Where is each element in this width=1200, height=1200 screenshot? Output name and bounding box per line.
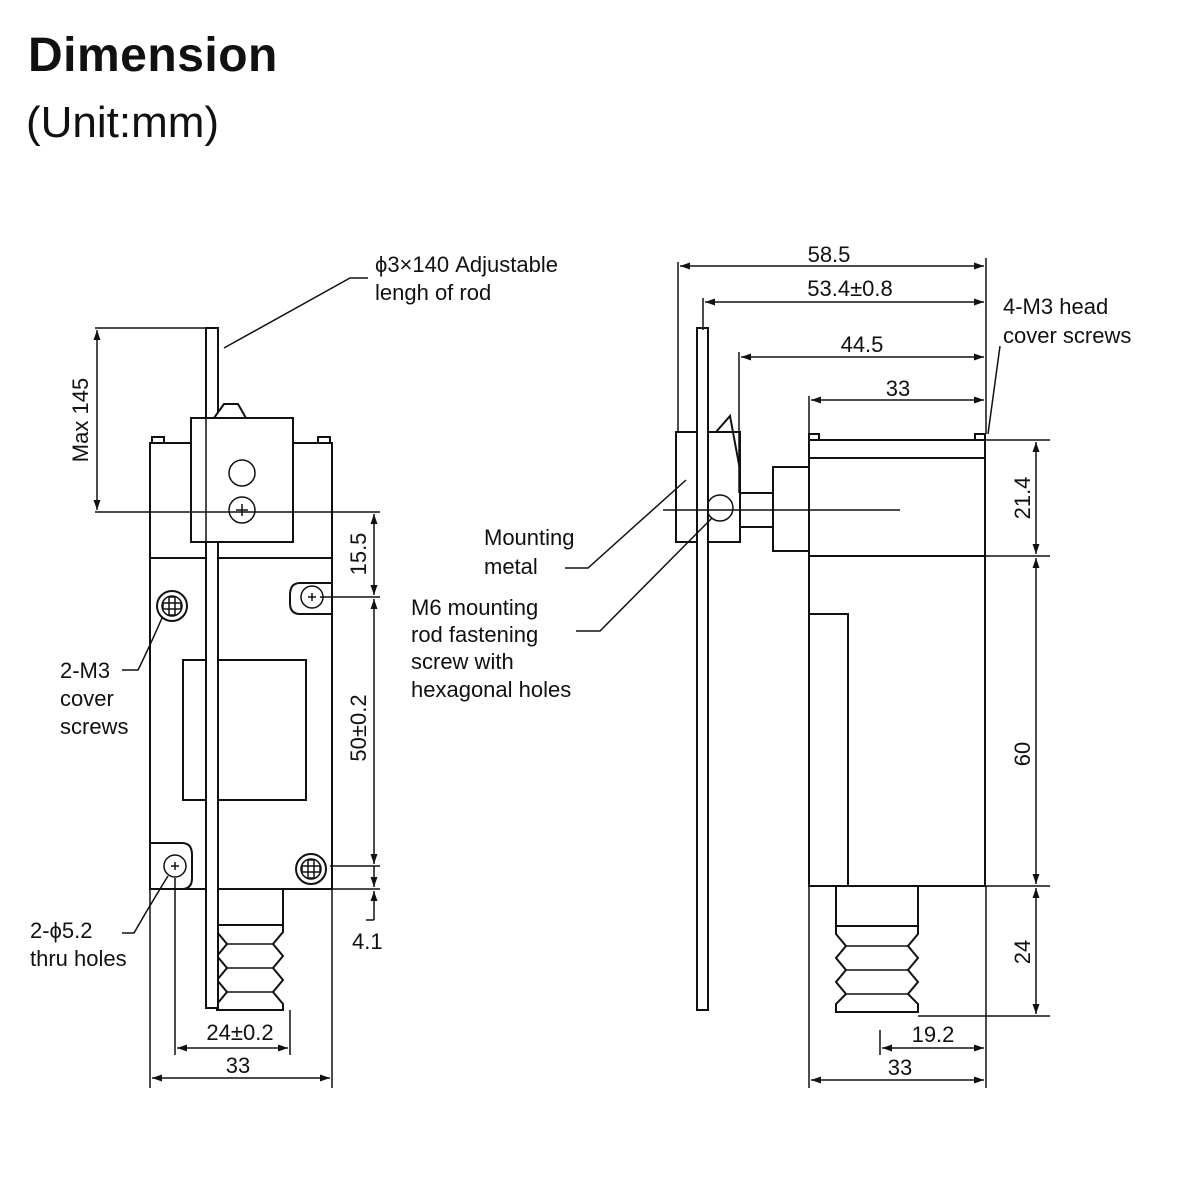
- mounting-metal-leader: [565, 479, 687, 569]
- cover-screws-line1: 2-M3: [60, 658, 110, 683]
- m6-line4: hexagonal holes: [411, 677, 571, 702]
- front-hole-tab-bottom: [150, 842, 193, 890]
- rod-leader: [223, 277, 368, 349]
- front-head-screw: [228, 496, 256, 524]
- rod-label-line1: ϕ3×140 Adjustable: [375, 252, 558, 277]
- head-screws-line1: 4-M3 head: [1003, 294, 1108, 319]
- mounting-metal-line2: metal: [484, 554, 538, 579]
- dim-15-5: 15.5: [346, 533, 371, 576]
- dim-4-1: 4.1: [352, 929, 383, 954]
- side-shaft-boss: [772, 466, 810, 552]
- rod-label-line2: lengh of rod: [375, 280, 491, 305]
- dim-33-top: 33: [886, 376, 910, 401]
- side-adjustable-rod: [696, 327, 709, 1011]
- front-cover-screw-top: [156, 590, 188, 622]
- m6-line2: rod fastening: [411, 622, 538, 647]
- dim-50: 50±0.2: [346, 694, 371, 761]
- unit-subtitle: (Unit:mm): [26, 98, 220, 147]
- head-screws-line2: cover screws: [1003, 323, 1131, 348]
- thru-holes-line2: thru holes: [30, 946, 127, 971]
- cover-screws-line2: cover: [60, 686, 114, 711]
- front-cover-screw-bottom: [295, 853, 327, 885]
- dim-33-bottom: 33: [888, 1055, 912, 1080]
- front-view: Max 145 15.5 50±0.2 4.1 24±0.2 33 ϕ3×140…: [30, 252, 558, 1088]
- front-cover-window: [182, 659, 307, 801]
- head-screws-leader: [987, 345, 1001, 435]
- m6-line3: screw with: [411, 649, 514, 674]
- thru-holes-line1: 2-ϕ5.2: [30, 918, 92, 943]
- dim-24-side: 24: [1010, 940, 1035, 964]
- dim-24: 24±0.2: [206, 1020, 273, 1045]
- m6-leader: [576, 517, 713, 632]
- front-plunger-bellows: [215, 889, 285, 1011]
- front-thru-hole-bottom: [163, 854, 187, 878]
- dim-max-145: Max 145: [68, 378, 93, 462]
- m6-line1: M6 mounting: [411, 595, 538, 620]
- dim-60: 60: [1010, 742, 1035, 766]
- front-head-hole: [228, 459, 256, 487]
- front-mounting-head: [190, 417, 294, 543]
- dim-19-2: 19.2: [912, 1022, 955, 1047]
- side-view: 58.5 53.4±0.8 44.5 33 21.4 60 24 19.2 33…: [411, 242, 1131, 1088]
- dim-21-4: 21.4: [1010, 477, 1035, 520]
- cover-screws-line3: screws: [60, 714, 128, 739]
- dim-44-5: 44.5: [841, 332, 884, 357]
- side-plunger-bellows: [834, 886, 920, 1013]
- dim-58-5: 58.5: [808, 242, 851, 267]
- mounting-metal-line1: Mounting: [484, 525, 575, 550]
- dim-53-4: 53.4±0.8: [807, 276, 892, 301]
- dim-33: 33: [226, 1053, 250, 1078]
- thru-holes-leader: [122, 875, 169, 934]
- front-hole-tab-top: [289, 582, 332, 615]
- cover-screws-leader: [122, 617, 163, 671]
- side-head-clip: [713, 413, 741, 471]
- side-switch-body: [808, 439, 986, 887]
- side-cover-step: [809, 613, 849, 886]
- page-title: Dimension: [28, 29, 278, 82]
